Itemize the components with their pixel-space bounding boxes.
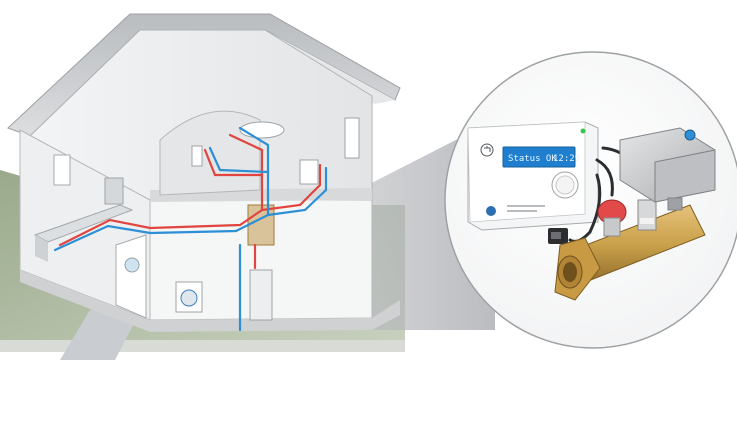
hot-pipe [203,148,264,177]
cold-pipe [266,166,328,217]
front-door [115,234,147,319]
water-heater [249,269,273,321]
cold-pipe [53,126,270,252]
flow-sensor [637,199,657,231]
valve-assembly [554,127,716,301]
status-led-icon [580,128,586,134]
cold-pipe [208,146,270,174]
valve-actuator [619,127,716,211]
faucet-logo-icon [480,143,494,157]
hot-pipe [58,133,264,247]
hot-pipe [260,163,322,212]
lcd-time: 12:29 [553,154,580,164]
pressure-sensor [597,199,627,237]
actuator-screw-icon [684,129,696,141]
lcd-screen [502,146,576,168]
cable-connector [548,228,568,244]
lcd-status: Status OK [508,154,557,164]
house [7,13,401,332]
control-knob [551,171,579,199]
pipes [53,126,328,332]
brand-emblem-icon [486,206,496,216]
water-controller: Status OK 12:29 [467,121,599,231]
